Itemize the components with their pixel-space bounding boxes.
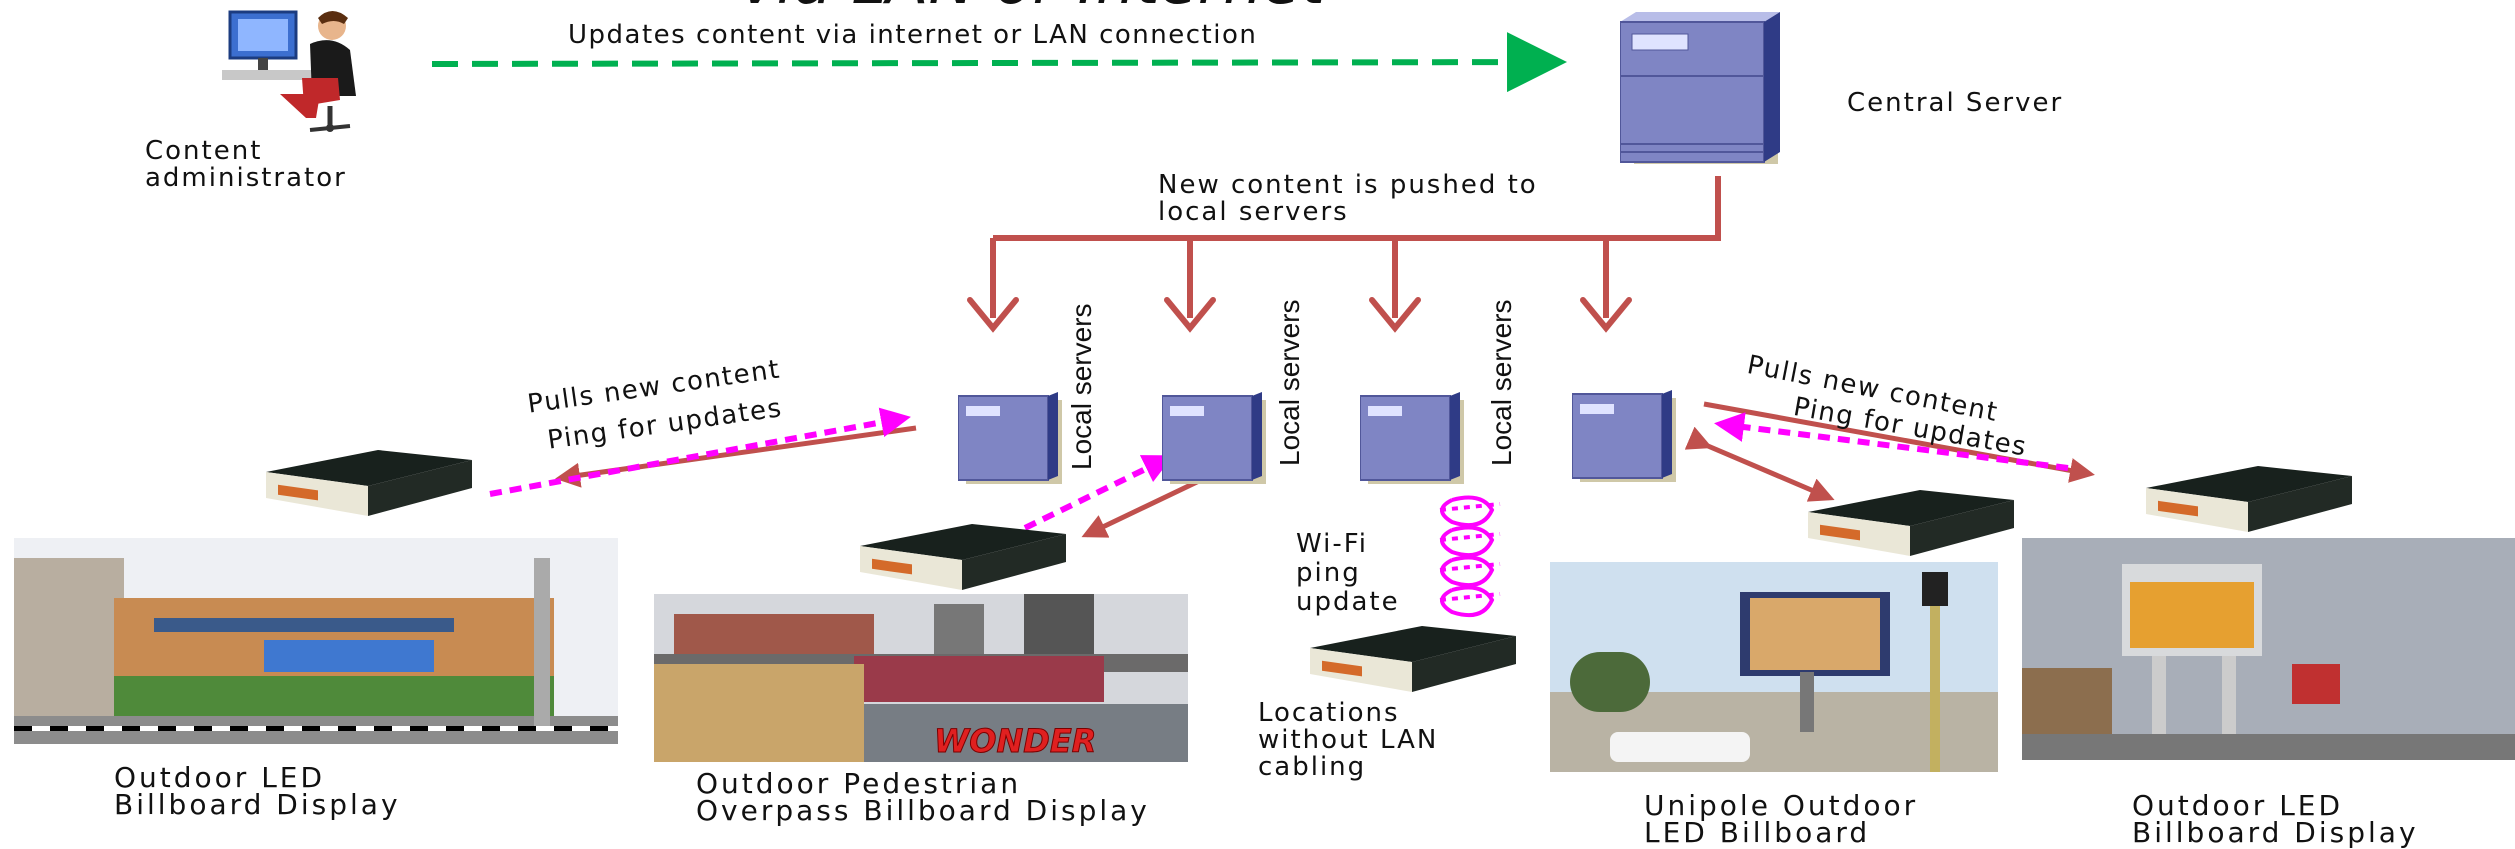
media-player-box-icon <box>1310 626 1516 692</box>
caption-outdoor-led-1: Outdoor LED Billboard Display <box>114 761 401 821</box>
push-tree <box>990 176 1721 318</box>
central-server-icon <box>1620 12 1780 164</box>
media-player-box-icon <box>860 524 1066 590</box>
caption-overpass: Outdoor Pedestrian Overpass Billboard Di… <box>696 767 1150 827</box>
billboard-photo-building <box>14 538 618 744</box>
local-server-icon <box>1572 390 1676 482</box>
internet-update-arrow <box>431 32 1567 93</box>
ping-arrow-left <box>489 407 911 497</box>
local-server-icon <box>958 392 1062 484</box>
billboard-photo-pole <box>2022 538 2515 760</box>
wifi-label: Wi-Fi ping update <box>1296 529 1400 617</box>
administrator-icon <box>222 10 356 132</box>
ping-arrow-second <box>1023 455 1174 531</box>
billboard-photo-unipole <box>1550 562 1998 772</box>
no-lan-label: Locations without LAN cabling <box>1258 698 1439 782</box>
local-servers-label: Local servers <box>1274 299 1305 466</box>
internet-update-label: Updates content via internet or LAN conn… <box>568 20 1258 50</box>
local-server-icon <box>1360 392 1464 484</box>
wifi-signal-icon <box>1439 495 1501 617</box>
local-servers-label: Local servers <box>1066 303 1097 470</box>
media-player-box-icon <box>2146 466 2352 532</box>
push-arrowheads <box>967 297 1632 333</box>
caption-outdoor-led-2: Outdoor LED Billboard Display <box>2132 789 2419 849</box>
page-title: via LAN or Internet <box>740 0 1325 13</box>
administrator-label: Content administrator <box>145 136 347 193</box>
caption-unipole: Unipole Outdoor LED Billboard <box>1644 789 1919 849</box>
media-player-box-icon <box>266 450 472 516</box>
local-server-icon <box>1162 392 1266 484</box>
double-arrow-right <box>1684 426 1835 502</box>
media-player-box-icon <box>1808 490 2014 556</box>
local-servers-label: Local servers <box>1486 299 1517 466</box>
overpass-brand-text: WONDER <box>933 722 1097 761</box>
push-label: New content is pushed to local servers <box>1158 170 1538 227</box>
billboard-photo-overpass: WONDER <box>654 594 1188 762</box>
central-server-label: Central Server <box>1847 88 2064 118</box>
